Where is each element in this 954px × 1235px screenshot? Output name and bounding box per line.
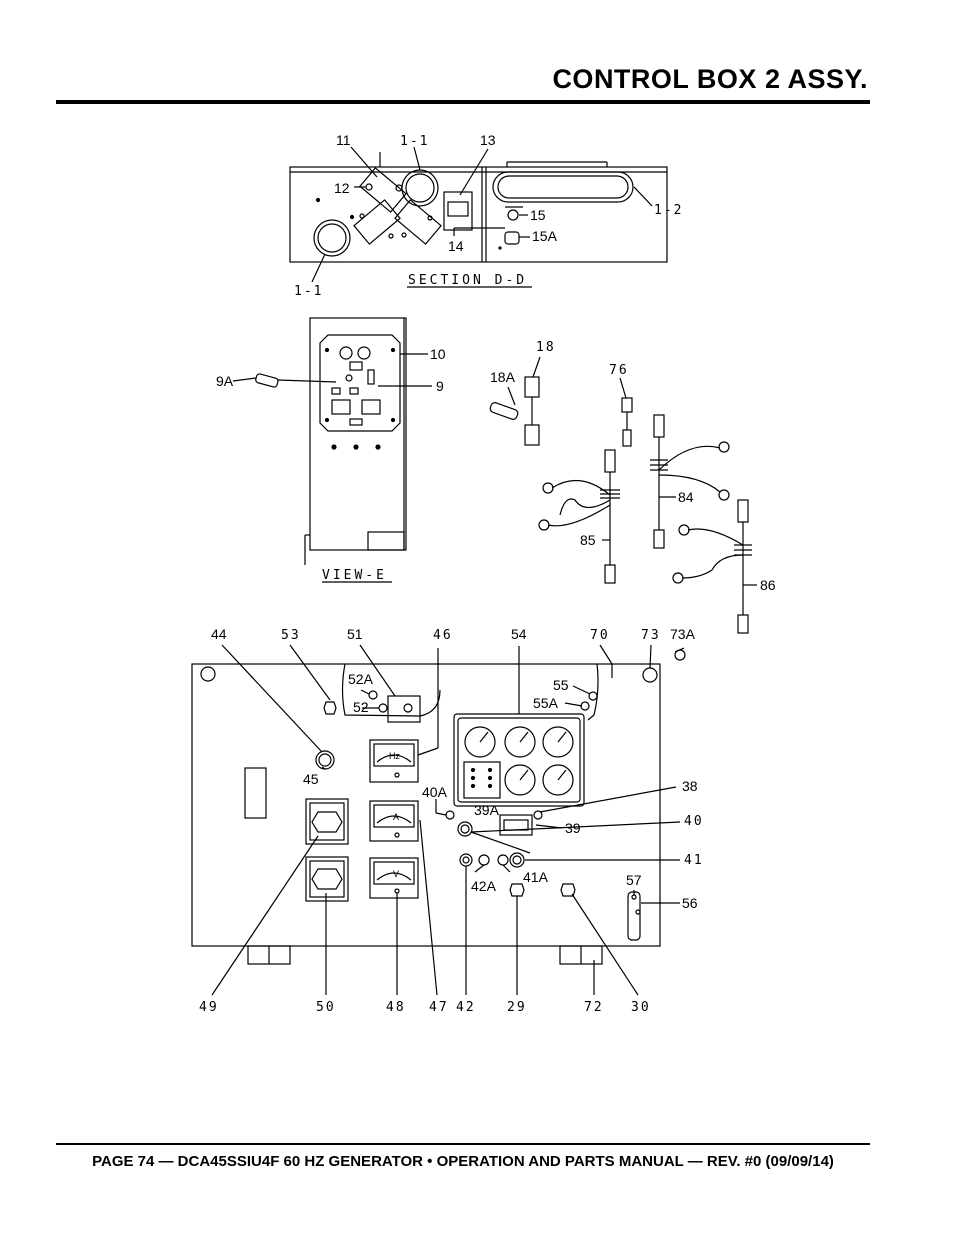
callout-11: 11 — [336, 132, 351, 148]
callout-72: 72 — [584, 1000, 604, 1015]
callout-56: 56 — [682, 895, 698, 911]
callout-13: 13 — [480, 132, 496, 148]
callout-70: 70 — [590, 628, 610, 643]
callout-48: 48 — [386, 1000, 406, 1015]
callout-45: 45 — [303, 771, 319, 787]
callout-85: 85 — [580, 532, 596, 548]
section-dd-drawing — [289, 146, 668, 288]
meter-v-label: V — [393, 869, 399, 879]
callout-46: 46 — [433, 628, 453, 643]
callout-44: 44 — [211, 626, 227, 642]
section-dd-caption: SECTION D-D — [408, 273, 527, 288]
callout-51: 51 — [347, 626, 363, 642]
callout-39a: 39A — [474, 802, 500, 818]
callout-49: 49 — [199, 1000, 219, 1015]
callout-18a: 18A — [490, 369, 516, 385]
header-rule — [56, 100, 870, 104]
callout-55a: 55A — [533, 695, 559, 711]
callout-73: 73 — [641, 628, 661, 643]
front-panel-drawing — [191, 644, 686, 996]
callout-41a: 41A — [523, 869, 549, 885]
callout-1-1-bottom: 1-1 — [294, 284, 323, 299]
view-e-caption: VIEW-E — [322, 568, 387, 583]
callout-76: 76 — [609, 363, 629, 378]
callout-1-2: 1-2 — [654, 203, 683, 218]
callout-55: 55 — [553, 677, 569, 693]
callout-15a: 15A — [532, 228, 558, 244]
callout-73a: 73A — [670, 626, 696, 642]
callout-86: 86 — [760, 577, 776, 593]
callout-14: 14 — [448, 238, 464, 254]
callout-47: 47 — [429, 1000, 449, 1015]
callout-30: 30 — [631, 1000, 651, 1015]
callout-1-1-top: 1-1 — [400, 134, 429, 149]
footer-rule — [56, 1143, 870, 1145]
callout-52a: 52A — [348, 671, 374, 687]
callout-15: 15 — [530, 207, 546, 223]
callout-9a: 9A — [216, 373, 234, 389]
callout-39: 39 — [565, 820, 581, 836]
callout-42a: 42A — [471, 878, 497, 894]
meter-hz-label: Hz — [389, 751, 400, 761]
harness-drawing — [489, 356, 757, 634]
callout-50: 50 — [316, 1000, 336, 1015]
callout-53: 53 — [281, 628, 301, 643]
callout-9: 9 — [436, 378, 444, 394]
callout-57: 57 — [626, 872, 642, 888]
callout-38: 38 — [682, 778, 698, 794]
page-title: CONTROL BOX 2 ASSY. — [552, 64, 868, 94]
callout-41: 41 — [684, 853, 704, 868]
callout-29: 29 — [507, 1000, 527, 1015]
callout-84: 84 — [678, 489, 694, 505]
callout-54: 54 — [511, 626, 527, 642]
callout-42: 42 — [456, 1000, 476, 1015]
callout-52: 52 — [353, 699, 369, 715]
view-e-drawing — [232, 317, 432, 583]
callout-40a: 40A — [422, 784, 448, 800]
callout-40: 40 — [684, 814, 704, 829]
callout-12: 12 — [334, 180, 350, 196]
callout-18: 18 — [536, 340, 556, 355]
callout-10: 10 — [430, 346, 446, 362]
page-footer: PAGE 74 — DCA45SSIU4F 60 HZ GENERATOR • … — [92, 1153, 834, 1170]
meter-a-label: A — [393, 812, 399, 822]
